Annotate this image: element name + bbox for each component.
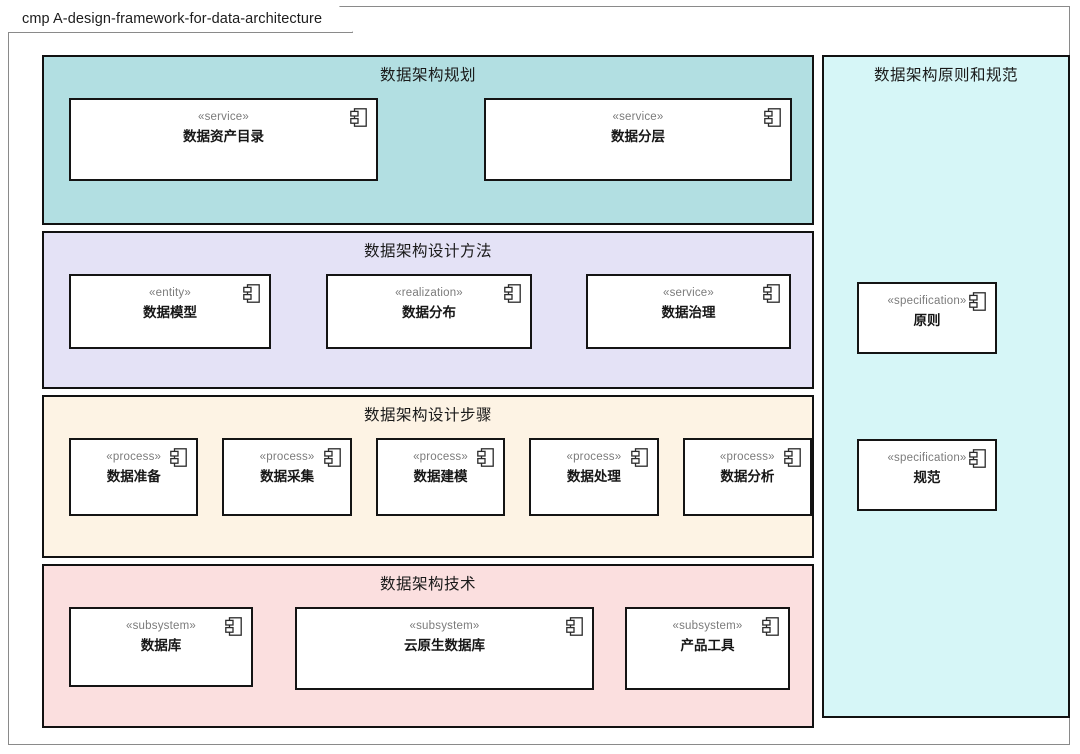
group-planning: 数据架构规划 «service» 数据资产目录 «service» — [42, 55, 814, 225]
component-name: 原则 — [913, 312, 941, 328]
left-column: 数据架构规划 «service» 数据资产目录 «service» — [42, 55, 814, 734]
component-name: 云原生数据库 — [404, 638, 485, 654]
component-icon — [243, 284, 260, 304]
component-stereotype: «service» — [612, 111, 664, 124]
component-name: 数据治理 — [661, 305, 716, 321]
component-name: 数据资产目录 — [183, 129, 264, 145]
component-stereotype: «process» — [719, 451, 775, 464]
component-data-model[interactable]: «entity» 数据模型 — [69, 274, 271, 350]
component-data-modeling[interactable]: «process» 数据建模 — [375, 438, 506, 517]
group-design-method: 数据架构设计方法 «entity» 数据模型 «realizatio — [42, 231, 814, 389]
component-principles[interactable]: «specification» 原则 — [857, 282, 997, 354]
component-name: 规范 — [913, 469, 941, 485]
component-icon — [764, 108, 781, 128]
component-name: 数据分析 — [720, 469, 775, 485]
component-stereotype: «specification» — [887, 452, 967, 464]
component-data-collection[interactable]: «process» 数据采集 — [222, 438, 352, 517]
component-stereotype: «process» — [259, 451, 315, 464]
component-name: 数据处理 — [566, 469, 621, 485]
component-icon — [762, 617, 779, 637]
component-stereotype: «subsystem» — [672, 620, 743, 633]
frame-label-text: cmp A-design-framework-for-data-architec… — [22, 11, 323, 27]
component-name: 数据分层 — [611, 129, 665, 145]
component-name: 数据采集 — [260, 469, 315, 485]
component-stereotype: «process» — [413, 451, 468, 464]
component-stereotype: «service» — [197, 111, 250, 124]
component-data-processing[interactable]: «process» 数据处理 — [529, 438, 659, 517]
group-technology-title: 数据架构技术 — [379, 576, 476, 593]
component-icon — [763, 284, 780, 304]
component-icon — [630, 448, 648, 468]
frame-label-tab: cmp A-design-framework-for-data-architec… — [8, 6, 353, 33]
component-name: 数据库 — [140, 638, 182, 654]
group-planning-title: 数据架构规划 — [379, 67, 476, 84]
component-data-governance[interactable]: «service» 数据治理 — [586, 274, 791, 350]
component-icon — [784, 448, 801, 468]
component-database[interactable]: «subsystem» 数据库 — [69, 607, 253, 688]
component-stereotype: «specification» — [887, 295, 967, 307]
component-icon — [969, 449, 986, 468]
group-design-method-title: 数据架构设计方法 — [363, 243, 492, 260]
component-stereotype: «process» — [106, 451, 162, 464]
component-stereotype: «realization» — [395, 287, 463, 300]
component-stereotype: «service» — [662, 287, 715, 300]
component-icon — [170, 448, 188, 468]
component-cloud-native-database[interactable]: «subsystem» 云原生数据库 — [295, 607, 594, 691]
component-data-preparation[interactable]: «process» 数据准备 — [69, 438, 199, 517]
component-name: 数据建模 — [413, 469, 468, 485]
group-design-steps-title: 数据架构设计步骤 — [363, 407, 492, 424]
group-principles-title: 数据架构原则和规范 — [873, 67, 1018, 84]
component-icon — [323, 448, 341, 468]
right-column: 数据架构原则和规范 «specification» 原则 «specificat… — [822, 55, 1070, 724]
component-icon — [350, 108, 367, 128]
component-stereotype: «subsystem» — [409, 620, 480, 633]
component-data-asset-catalog[interactable]: «service» 数据资产目录 — [69, 98, 378, 182]
component-stereotype: «entity» — [149, 287, 191, 300]
component-name: 数据分布 — [402, 305, 456, 321]
component-icon — [969, 292, 986, 311]
component-product-tools[interactable]: «subsystem» 产品工具 — [625, 607, 790, 691]
group-principles-and-standards: 数据架构原则和规范 «specification» 原则 «specificat… — [822, 55, 1070, 718]
component-name: 产品工具 — [680, 638, 735, 654]
group-technology: 数据架构技术 «subsystem» 数据库 «subsystem» — [42, 564, 814, 728]
component-icon — [504, 284, 521, 304]
component-icon — [566, 617, 583, 637]
component-stereotype: «process» — [566, 451, 622, 464]
component-data-layering[interactable]: «service» 数据分层 — [484, 98, 792, 182]
component-data-analysis[interactable]: «process» 数据分析 — [682, 438, 813, 517]
component-data-distribution[interactable]: «realization» 数据分布 — [326, 274, 532, 350]
component-icon — [225, 617, 242, 637]
component-name: 数据准备 — [106, 469, 161, 485]
group-design-steps: 数据架构设计步骤 «process» 数据准备 «process» — [42, 395, 814, 558]
component-name: 数据模型 — [143, 305, 197, 321]
component-stereotype: «subsystem» — [126, 620, 196, 633]
component-icon — [477, 448, 495, 468]
component-standards[interactable]: «specification» 规范 — [857, 439, 997, 511]
